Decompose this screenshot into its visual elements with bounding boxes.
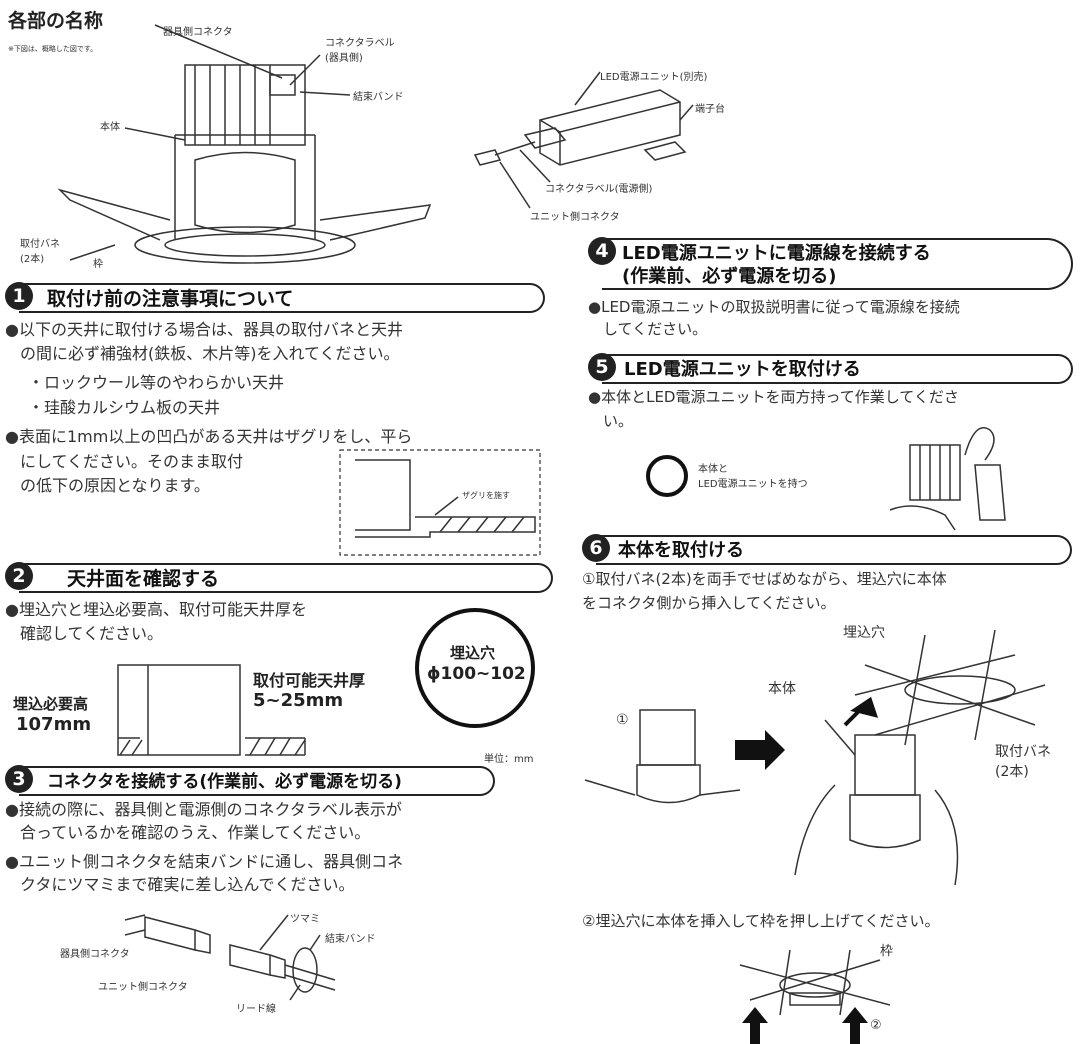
- section-4-title-line2: (作業前、必ず電源を切る): [622, 266, 837, 287]
- section-5-bar: [602, 354, 1073, 384]
- label-connector-label-power: コネクタラベル(電源側): [545, 184, 653, 195]
- label-binding-band: 結束バンド: [353, 92, 404, 103]
- section-1-bar: [19, 283, 545, 313]
- height-value: 107mm: [16, 714, 92, 735]
- parts-note: ※下図は、概略した図です。: [8, 45, 98, 53]
- s1-sub1: ・ロックウール等のやわらかい天井: [28, 373, 285, 392]
- section-2-header: 2 天井面を確認する: [5, 562, 553, 593]
- s3-bullet2-line1: ●ユニット側コネクタを結束バンドに通し、器具側コネ: [5, 852, 404, 871]
- s1-bullet2-line2: にしてください。そのまま取付: [20, 452, 244, 471]
- s2-bullet1-line1: ●埋込穴と埋込必要高、取付可能天井厚を: [5, 600, 307, 619]
- hold-text-line2: LED電源ユニットを持つ: [698, 479, 808, 490]
- section-3-header: 3 コネクタを接続する(作業前、必ず電源を切る): [5, 765, 495, 796]
- section-6-header: 6 本体を取付ける: [582, 534, 1072, 565]
- ceiling-height-diagram: [117, 664, 306, 756]
- s6-step1-line2: をコネクタ側から挿入してください。: [582, 594, 836, 612]
- s1-bullet1-line1: ●以下の天井に取付ける場合は、器具の取付バネと天井: [5, 320, 403, 339]
- label-unit-connector: ユニット側コネクタ: [530, 212, 620, 223]
- section-2-title: 天井面を確認する: [67, 568, 220, 590]
- label-connector-label-fixture: コネクタラベル (器具側): [325, 38, 395, 64]
- label-s6-body: 本体: [768, 681, 796, 697]
- label-s3-unit-connector: ユニット側コネクタ: [98, 982, 188, 993]
- s5-bullet1-line2: い。: [603, 412, 634, 430]
- hole-value: ϕ100~102: [427, 664, 526, 684]
- label-s3-fixture-connector: 器具側コネクタ: [60, 949, 130, 960]
- connector-diagram: [124, 914, 336, 1001]
- label-terminal-block: 端子台: [695, 104, 725, 115]
- section-4-bar: [602, 238, 1073, 290]
- thickness-value: 5~25mm: [253, 690, 344, 711]
- label-fixture-connector: 器具側コネクタ: [163, 27, 233, 38]
- section-3-title: コネクタを接続する(作業前、必ず電源を切る): [47, 772, 402, 792]
- label-zaguri: ザグリを施す: [462, 491, 510, 500]
- label-s6-frame: 枠: [880, 944, 894, 959]
- s1-bullet2-line1: ●表面に1mm以上の凹凸がある天井はザグリをし、平ら: [5, 427, 413, 446]
- section-5-number: 5: [588, 353, 616, 381]
- hold-illustration: [889, 427, 1006, 531]
- section-1-header: 1 取付け前の注意事項について: [5, 282, 545, 313]
- label-s3-binding-band: 結束バンド: [325, 934, 376, 945]
- section-1-title: 取付け前の注意事項について: [47, 288, 294, 310]
- section-4-title-line1: LED電源ユニットに電源線を接続する: [622, 243, 931, 264]
- label-tsumami: ツマミ: [290, 914, 320, 925]
- section-6-number: 6: [582, 534, 610, 562]
- section-4-header: 4 LED電源ユニットに電源線を接続する (作業前、必ず電源を切る): [588, 237, 1073, 290]
- ok-circle: [646, 455, 688, 497]
- s3-bullet2-line2: クタにツマミまで確実に差し込んでください。: [20, 875, 355, 894]
- label-frame: 枠: [93, 259, 103, 270]
- section-3-number: 3: [5, 765, 33, 793]
- section-3-bar: [19, 766, 495, 796]
- s6-step1-line1: ①取付バネ(2本)を両手でせばめながら、埋込穴に本体: [582, 570, 947, 588]
- led-unit-illustration: [473, 71, 694, 209]
- section-2-bar: [19, 563, 553, 593]
- section-2-number: 2: [5, 562, 33, 590]
- height-label: 埋込必要高: [13, 695, 89, 713]
- s1-sub2: ・珪酸カルシウム板の天井: [28, 398, 221, 417]
- s1-bullet2-line3: の低下の原因となります。: [20, 476, 210, 495]
- label-mount-spring: 取付バネ (2本): [20, 239, 60, 265]
- s4-bullet1-line2: してください。: [603, 320, 708, 338]
- label-s6-spring: 取付バネ (2本): [995, 744, 1051, 780]
- hole-circle: [415, 608, 535, 728]
- section-1-number: 1: [5, 282, 33, 310]
- section-6-bar: [596, 535, 1072, 565]
- install-illustration: [584, 629, 1046, 886]
- s1-bullet1-line2: の間に必ず補強材(鉄板、木片等)を入れてください。: [20, 344, 400, 363]
- s3-bullet1-line2: 合っているかを確認のうえ、作業してください。: [20, 823, 371, 842]
- section-5-title: LED電源ユニットを取付ける: [624, 359, 861, 380]
- zaguri-diagram: [339, 449, 541, 556]
- section-4-number: 4: [588, 237, 616, 265]
- parts-title: 各部の名称: [8, 10, 104, 32]
- s6-step2: ②埋込穴に本体を挿入して枠を押し上げてください。: [582, 912, 940, 930]
- s2-bullet1-line2: 確認してください。: [20, 624, 164, 643]
- section-5-header: 5 LED電源ユニットを取付ける: [588, 353, 1073, 384]
- fixture-illustration: [57, 24, 432, 264]
- label-led-unit: LED電源ユニット(別売): [600, 72, 708, 83]
- push-up-illustration: [739, 949, 891, 1044]
- step-mark-2: ②: [870, 1018, 882, 1033]
- section-6-title: 本体を取付ける: [618, 540, 744, 561]
- hole-label: 埋込穴: [450, 644, 496, 662]
- thickness-label: 取付可能天井厚: [253, 671, 366, 690]
- hold-text-line1: 本体と: [698, 464, 728, 475]
- step-mark-1: ①: [616, 712, 629, 728]
- s3-bullet1-line1: ●接続の際に、器具側と電源側のコネクタラベル表示が: [5, 800, 402, 819]
- s5-bullet1-line1: ●本体とLED電源ユニットを両方持って作業してくださ: [588, 388, 959, 406]
- s4-bullet1-line1: ●LED電源ユニットの取扱説明書に従って電源線を接続: [588, 298, 960, 316]
- label-hole: 埋込穴: [843, 625, 885, 641]
- unit-note: 単位：mm: [484, 754, 534, 765]
- label-body: 本体: [100, 122, 120, 133]
- label-lead-wire: リード線: [236, 1004, 276, 1015]
